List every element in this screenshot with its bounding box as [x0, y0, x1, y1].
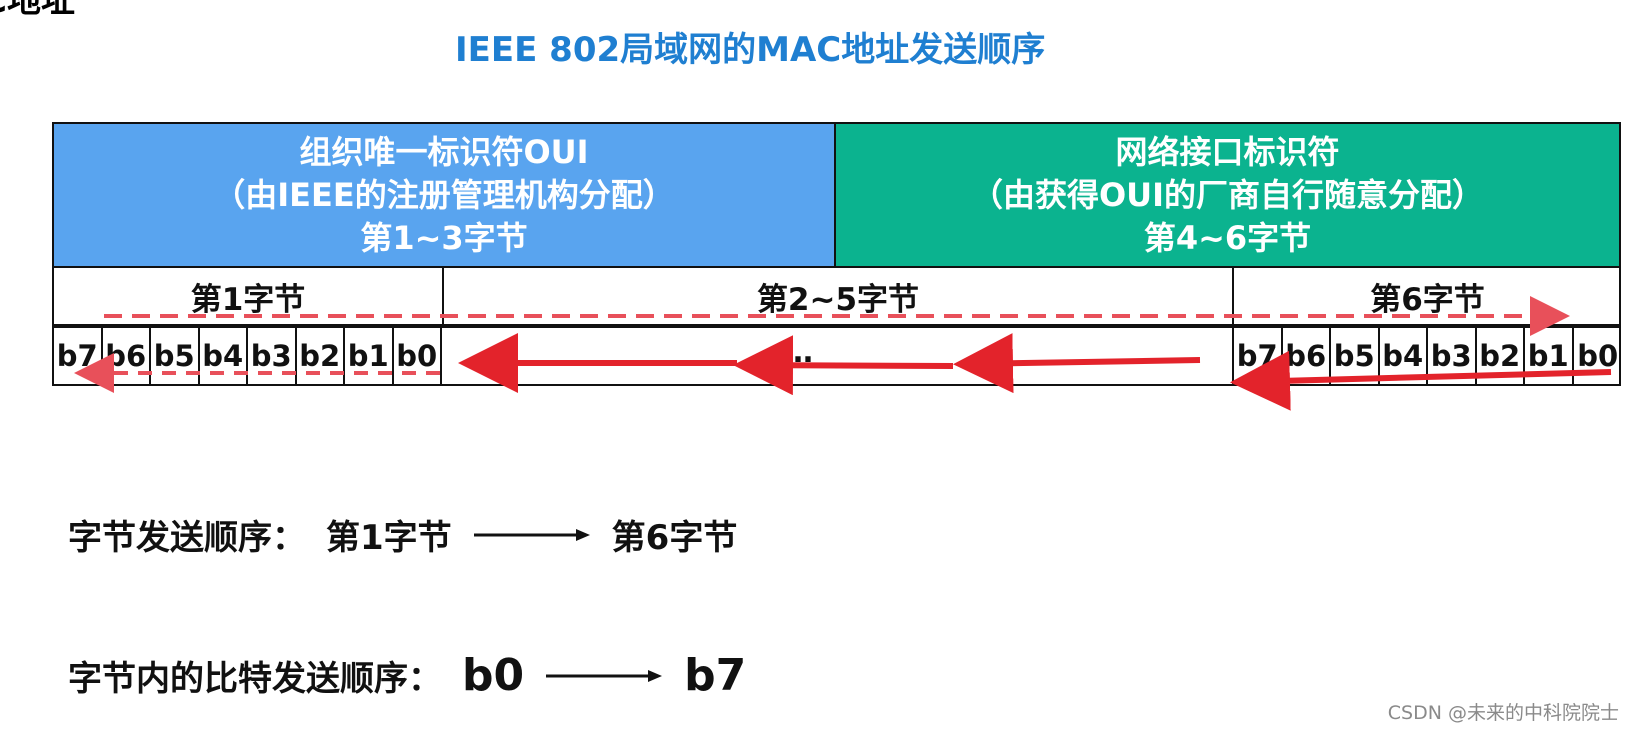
- right-arrow-icon: [473, 528, 590, 541]
- byte6-bit-b7: b7: [1234, 328, 1283, 384]
- byte6-bit-b6: b6: [1283, 328, 1331, 384]
- nic-assigner: （由获得OUI的厂商自行随意分配）: [970, 175, 1485, 214]
- nic-name: 网络接口标识符: [1115, 132, 1340, 171]
- byte1-bit-b5: b5: [151, 328, 200, 384]
- byte-order-to: 第6字节: [611, 518, 738, 558]
- middle-bytes-ellipsis: ……: [752, 335, 814, 370]
- oui-header-box: 组织唯一标识符OUI （由IEEE的注册管理机构分配） 第1~3字节: [52, 122, 836, 268]
- byte6-bit-b3: b3: [1428, 328, 1477, 384]
- middle-bytes-cell: [442, 328, 1234, 384]
- bit-order-to: b7: [684, 650, 747, 701]
- right-arrow-icon: [546, 669, 663, 682]
- byte1-bit-b3: b3: [248, 328, 297, 384]
- byte6-bit-b1: b1: [1525, 328, 1574, 384]
- byte-order-from: 第1字节: [326, 518, 452, 558]
- byte1-bit-b7: b7: [54, 328, 103, 384]
- byte1-bit-b0: b0: [394, 328, 442, 384]
- byte1-bit-b4: b4: [200, 328, 248, 384]
- oui-name: 组织唯一标识符OUI: [299, 132, 589, 171]
- bit-order-arrow-head: [648, 669, 663, 682]
- byte6-bit-b0: b0: [1577, 339, 1619, 373]
- bit-order-label: 字节内的比特发送顺序：: [68, 659, 442, 699]
- byte-2-5-label: 第2~5字节: [442, 268, 1234, 324]
- byte6-bit-b4: b4: [1380, 328, 1428, 384]
- byte-order-arrow-head: [575, 528, 590, 541]
- nic-byte-range: 第4~6字节: [1143, 218, 1312, 257]
- byte-order-label: 字节发送顺序：: [68, 518, 306, 558]
- oui-assigner: （由IEEE的注册管理机构分配）: [213, 175, 675, 214]
- watermark: CSDN @未来的中科院院士: [1387, 702, 1619, 724]
- nic-header-box: 网络接口标识符 （由获得OUI的厂商自行随意分配） 第4~6字节: [834, 122, 1621, 268]
- bit-order-from: b0: [462, 650, 525, 701]
- section-heading-fragment: C地址: [0, 0, 75, 21]
- byte-6-label: 第6字节: [1370, 281, 1485, 318]
- byte6-bit-b5: b5: [1331, 328, 1380, 384]
- byte6-bit-b2: b2: [1477, 328, 1525, 384]
- bit-row: b7 b6 b5 b4 b3 b2 b1 b0 b7 b6 b5 b4 b3 b…: [52, 326, 1621, 386]
- byte-label-row: 第1字节 第2~5字节 第6字节: [52, 268, 1621, 326]
- byte-1-label: 第1字节: [190, 281, 306, 318]
- byte1-bit-b2: b2: [297, 328, 345, 384]
- bit-order-note: 字节内的比特发送顺序： b0 b7: [68, 650, 746, 701]
- byte1-bit-b6: b6: [103, 328, 151, 384]
- byte1-bit-b1: b1: [345, 328, 394, 384]
- oui-byte-range: 第1~3字节: [360, 218, 528, 257]
- diagram-title: IEEE 802局域网的MAC地址发送顺序: [455, 30, 1046, 70]
- byte-order-note: 字节发送顺序： 第1字节 第6字节: [68, 510, 737, 559]
